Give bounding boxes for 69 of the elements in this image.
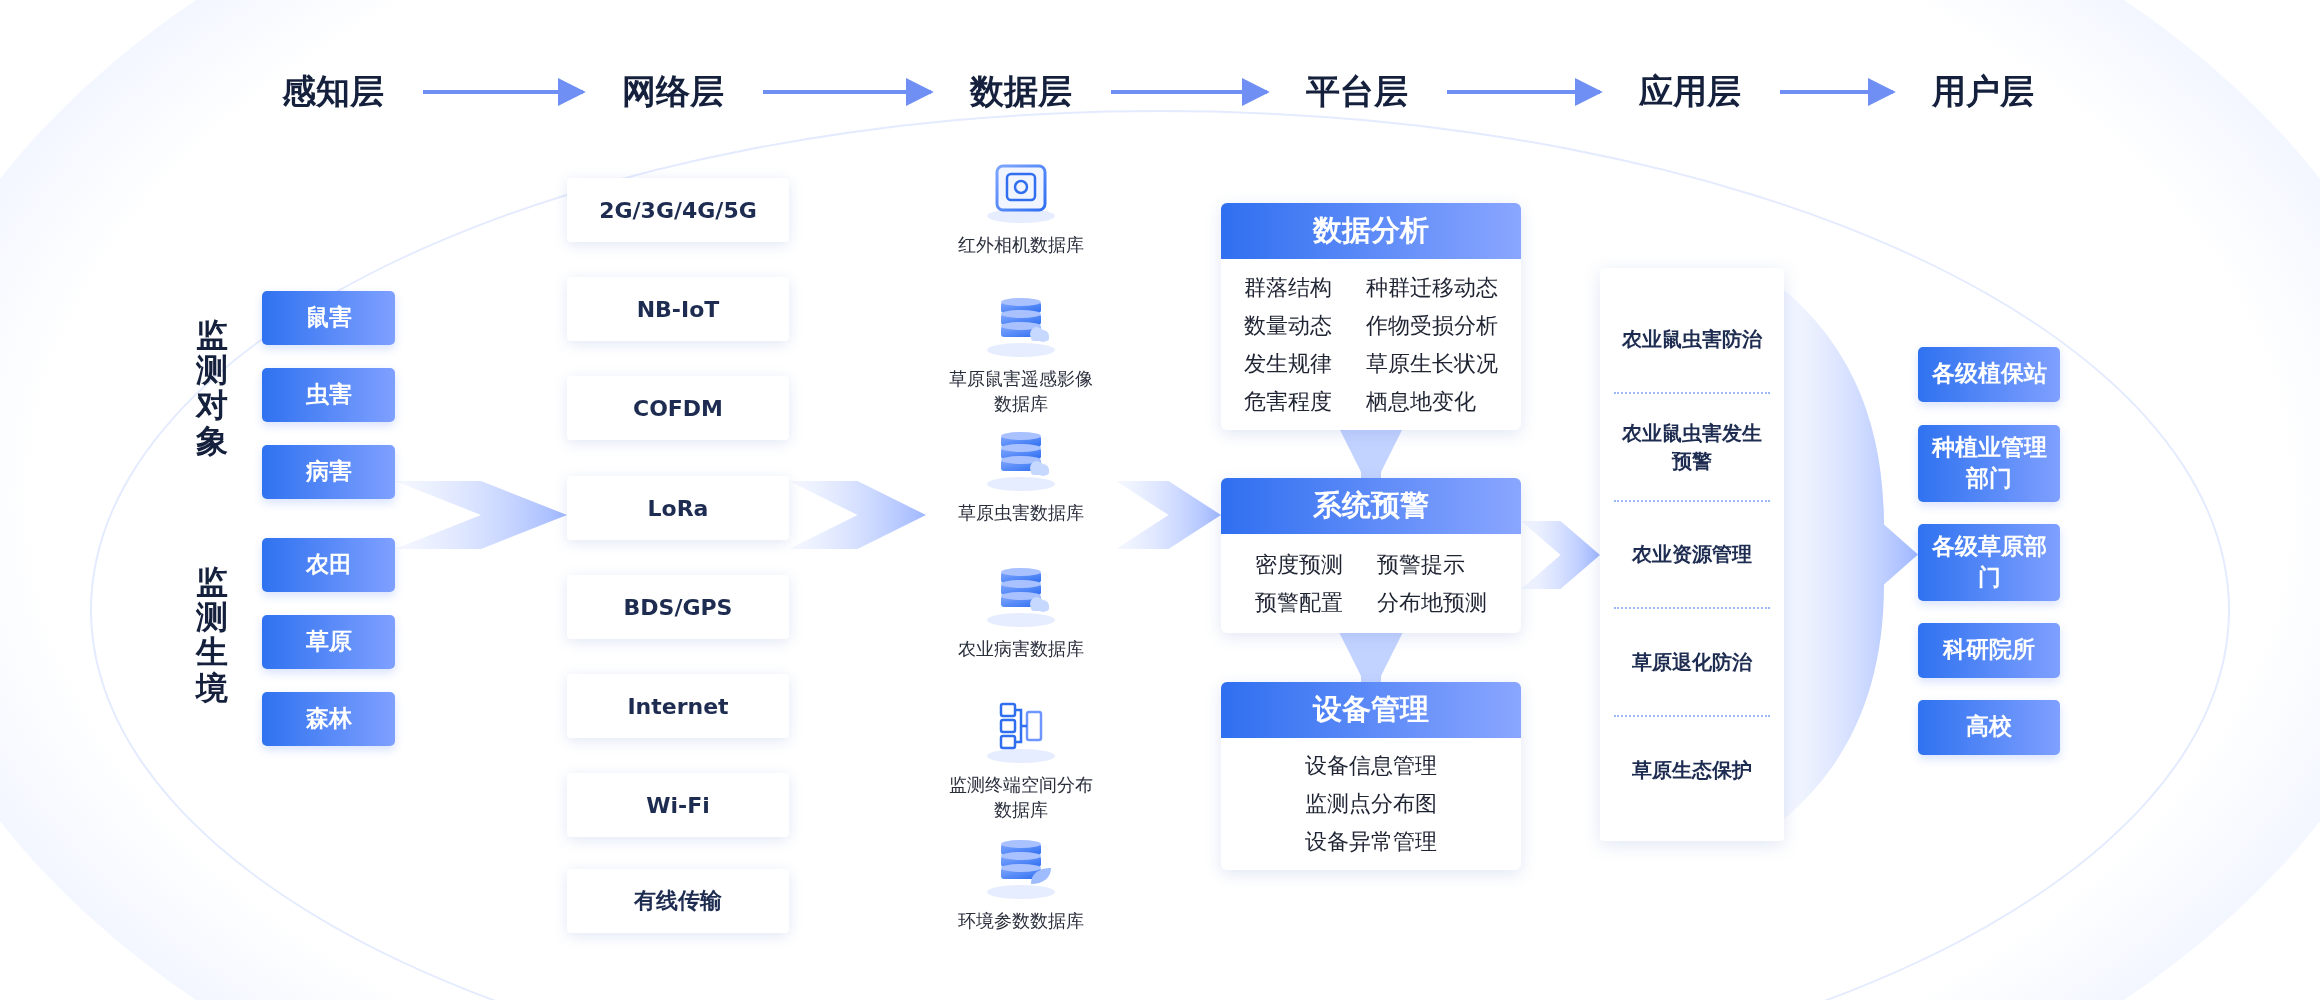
network-box: BDS/GPS (567, 575, 789, 639)
application-item: 农业鼠虫害发生预警 (1621, 419, 1763, 475)
arrow (1780, 78, 1896, 106)
function-item: 草原生长状况 (1366, 349, 1498, 378)
function-item: 作物受损分析 (1366, 311, 1498, 340)
category-tag: 虫害 (262, 368, 395, 422)
function-item: 分布地预测 (1377, 588, 1487, 617)
card-header: 设备管理 (1221, 682, 1521, 738)
chevron-arrow (1116, 481, 1221, 549)
layer-title: 平台层 (1267, 62, 1447, 122)
vertical-label: 监测对象 (196, 318, 228, 459)
arrow (1111, 78, 1270, 106)
application-item: 农业鼠虫害防治 (1621, 325, 1763, 353)
function-item: 预警提示 (1377, 550, 1466, 579)
function-item: 预警配置 (1255, 588, 1343, 617)
function-item: 监测点分布图 (1305, 790, 1437, 818)
application-item: 农业资源管理 (1631, 541, 1753, 569)
database-caption: 农业病害数据库 (957, 637, 1085, 661)
chevron-arrow (395, 481, 567, 549)
network-box: 2G/3G/4G/5G (567, 178, 789, 242)
layer-title: 应用层 (1600, 62, 1780, 122)
network-box: 有线传输 (567, 869, 789, 933)
vertical-label: 监测生境 (196, 565, 228, 706)
function-item: 群落结构 (1244, 273, 1332, 302)
database-caption: 草原鼠害遥感影像数据库 (948, 367, 1094, 417)
category-tag: 鼠害 (262, 291, 395, 345)
module-card (1221, 203, 1521, 430)
application-item: 草原生态保护 (1631, 757, 1753, 785)
function-item: 危害程度 (1244, 387, 1332, 416)
category-tag: 各级草原部门 (1918, 523, 2060, 601)
function-item: 发生规律 (1244, 349, 1332, 378)
arrow (1447, 78, 1603, 106)
category-tag: 科研院所 (1918, 622, 2060, 678)
application-card (1600, 268, 1784, 841)
network-box: NB-IoT (567, 277, 789, 341)
chevron-arrow (789, 481, 926, 549)
category-tag: 农田 (262, 538, 395, 592)
layer-title: 数据层 (931, 62, 1111, 122)
network-box: COFDM (567, 376, 789, 440)
database-caption: 环境参数数据库 (957, 909, 1085, 933)
application-item: 草原退化防治 (1631, 649, 1753, 677)
fan-arrow (1784, 290, 1918, 819)
category-tag: 高校 (1918, 699, 2060, 755)
category-tag: 森林 (262, 692, 395, 746)
function-item: 栖息地变化 (1366, 387, 1477, 416)
function-item: 设备信息管理 (1305, 752, 1437, 780)
layer-title: 感知层 (243, 62, 423, 122)
layer-title: 用户层 (1893, 62, 2073, 122)
card-header: 数据分析 (1221, 203, 1521, 259)
chevron-arrow (1521, 521, 1600, 589)
database-caption: 红外相机数据库 (957, 233, 1085, 257)
category-tag: 草原 (262, 615, 395, 669)
module-card (1221, 478, 1521, 633)
network-box: Wi-Fi (567, 773, 789, 837)
function-item: 种群迁移动态 (1366, 273, 1498, 302)
network-box: Internet (567, 674, 789, 738)
function-item: 设备异常管理 (1305, 828, 1437, 856)
database-caption: 监测终端空间分布数据库 (948, 773, 1094, 823)
category-tag: 各级植保站 (1918, 346, 2060, 402)
database-caption: 草原虫害数据库 (957, 501, 1085, 525)
network-box: LoRa (567, 476, 789, 540)
layer-title: 网络层 (583, 62, 763, 122)
module-card (1221, 682, 1521, 870)
arrow (423, 78, 586, 106)
category-tag: 病害 (262, 445, 395, 499)
category-tag: 种植业管理部门 (1918, 424, 2060, 502)
function-item: 密度预测 (1255, 550, 1343, 579)
arrow (763, 78, 934, 106)
function-item: 数量动态 (1244, 311, 1332, 340)
